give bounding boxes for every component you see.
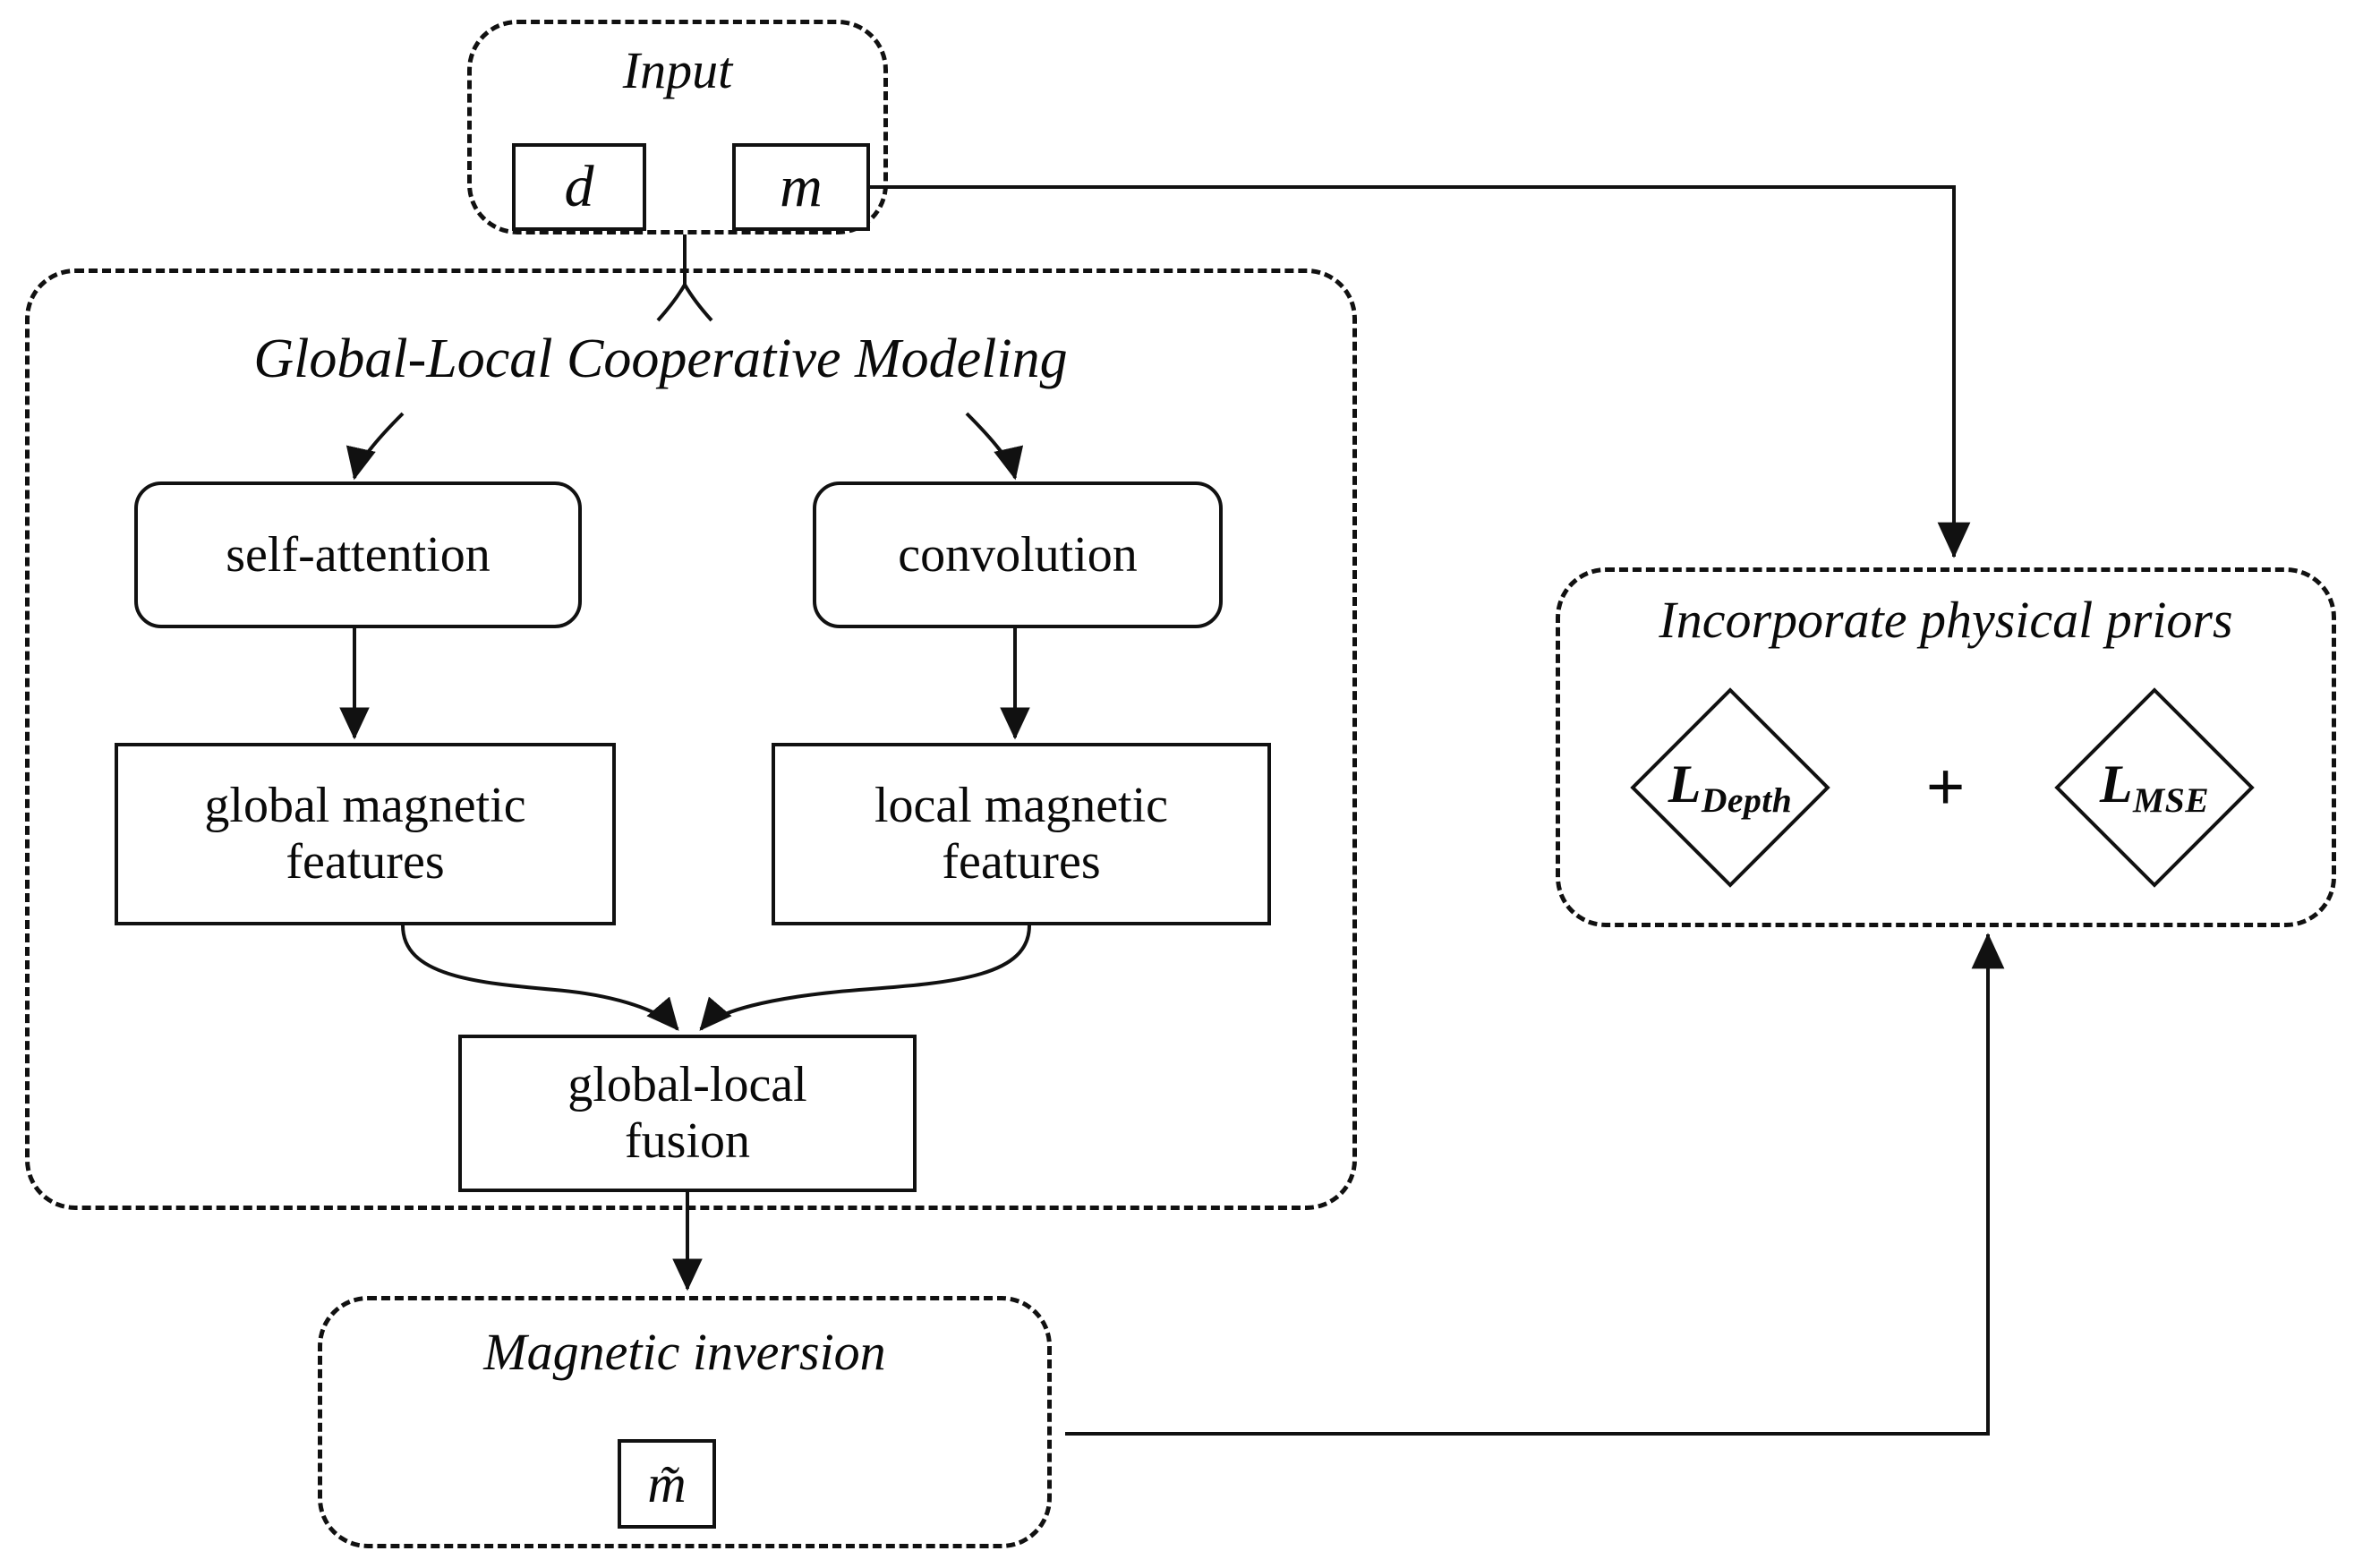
input-var-m-box: m (732, 143, 870, 231)
loss-mse-symbol: L (2099, 754, 2134, 814)
loss-mse-label: LMSE (2100, 754, 2209, 821)
input-var-d-label: d (564, 154, 594, 219)
node-convolution: convolution (813, 481, 1223, 628)
loss-depth-label: LDepth (1668, 754, 1793, 821)
loss-mse-diamond: LMSE (2007, 687, 2302, 888)
input-var-d-box: d (512, 143, 646, 231)
node-global-local-fusion: global-local fusion (458, 1035, 917, 1192)
node-local-magnetic-features: local magnetic features (772, 743, 1271, 925)
node-self-attention: self-attention (134, 481, 582, 628)
loss-depth-subscript: Depth (1701, 780, 1793, 821)
input-group (467, 20, 888, 234)
node-local-magnetic-features-line2: features (942, 834, 1101, 890)
modeling-group (25, 268, 1357, 1210)
node-self-attention-label: self-attention (226, 526, 491, 583)
node-global-magnetic-features-line2: features (286, 834, 445, 890)
inversion-group-title: Magnetic inversion (483, 1323, 886, 1381)
modeling-group-title: Global-Local Cooperative Modeling (253, 328, 1068, 389)
input-var-m-label: m (780, 154, 823, 219)
priors-group-title: Incorporate physical priors (1659, 591, 2233, 649)
node-global-local-fusion-line2: fusion (625, 1113, 750, 1169)
loss-sum-operator: + (1926, 749, 1966, 823)
node-convolution-label: convolution (898, 526, 1138, 583)
inversion-output-var-box: m̃ (618, 1439, 716, 1529)
inversion-output-var-label: m̃ (647, 1453, 687, 1513)
priors-group (1556, 567, 2336, 927)
loss-depth-symbol: L (1668, 754, 1702, 814)
input-group-title: Input (622, 41, 733, 99)
node-global-local-fusion-line1: global-local (567, 1057, 807, 1113)
loss-mse-subscript: MSE (2133, 780, 2210, 821)
node-global-magnetic-features-line1: global magnetic (204, 778, 526, 834)
node-global-magnetic-features: global magnetic features (115, 743, 616, 925)
loss-depth-diamond: LDepth (1582, 687, 1878, 888)
inversion-group (318, 1296, 1052, 1548)
node-local-magnetic-features-line1: local magnetic (874, 778, 1169, 834)
